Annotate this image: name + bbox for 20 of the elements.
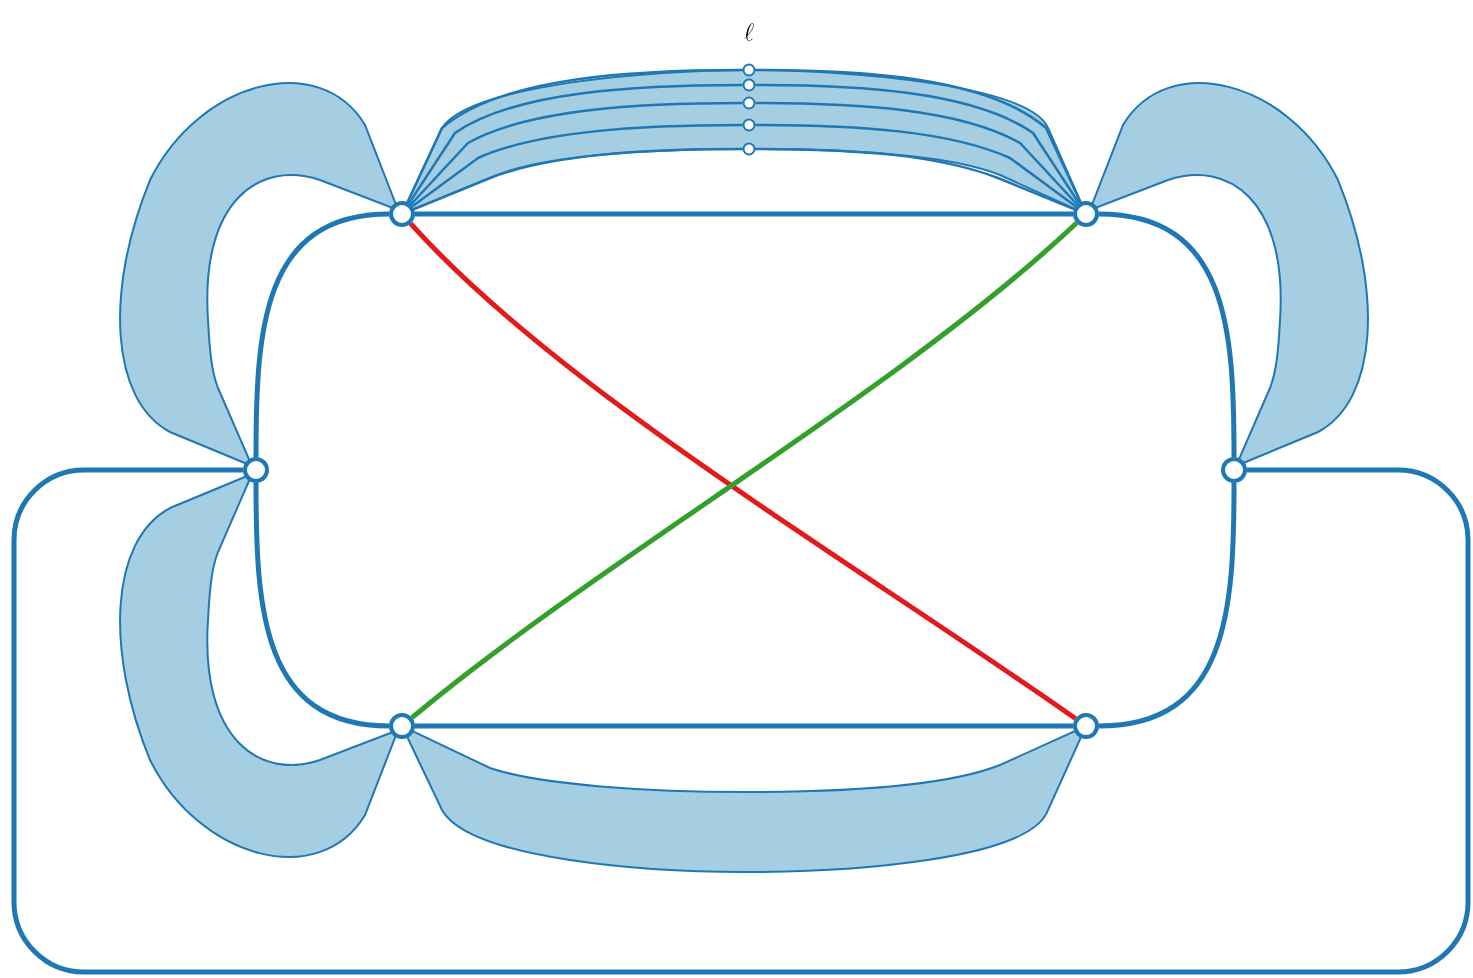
graph-edge [1098,211,1237,458]
graph-edge [411,123,743,208]
graph-edge [755,147,1075,211]
graph-edge [11,467,1471,975]
graph-edge [415,723,1073,729]
vertex-circle [1221,457,1247,483]
graph-edge [409,101,743,206]
vertex-circle [1073,201,1099,227]
vertex-circle [389,201,415,227]
vertex-circle [243,457,269,483]
vertex-circle [1073,713,1099,739]
graph-edge [1098,483,1237,729]
graph-edge [755,123,1077,208]
math-label: $\ell$ [744,23,754,41]
graph-edge [253,211,390,458]
vertex-circle [389,713,415,739]
graph-edge [253,483,390,729]
graph-edge [415,211,1073,217]
graph-edge [413,147,743,211]
graph-edge [755,101,1079,206]
